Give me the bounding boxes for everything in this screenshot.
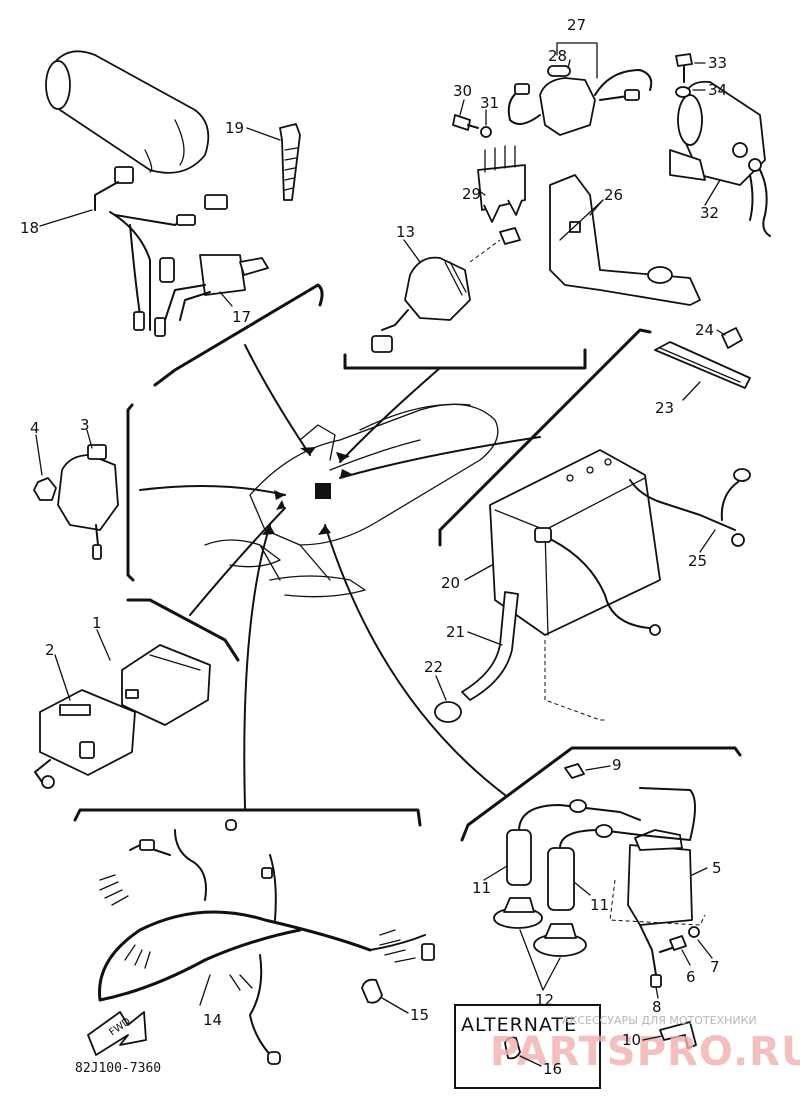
callout-26: 26: [604, 186, 623, 204]
callout-14: 14: [203, 1011, 222, 1029]
callout-3: 3: [80, 416, 90, 434]
coil-27-fuse-28: [507, 65, 653, 136]
callout-15: 15: [410, 1006, 429, 1024]
callout-9: 9: [612, 756, 622, 774]
handle-switch-17: [159, 254, 269, 321]
callout-1: 1: [92, 614, 102, 632]
snowmobile-outline: [204, 403, 499, 598]
alternate-box: ALTERNATE: [454, 1004, 601, 1089]
cdi-unit-1: [121, 644, 211, 726]
callout-8: 8: [652, 998, 662, 1016]
callout-33: 33: [708, 54, 727, 72]
battery-20: [489, 449, 751, 721]
drawing-code: 82J100-7360: [75, 1061, 161, 1076]
callout-22: 22: [424, 658, 443, 676]
regulator-3: [33, 444, 119, 560]
callout-19: 19: [225, 119, 244, 137]
callout-18: 18: [20, 219, 39, 237]
callout-29: 29: [462, 185, 481, 203]
callout-34: 34: [708, 81, 727, 99]
callout-5: 5: [712, 859, 722, 877]
callout-23: 23: [655, 399, 674, 417]
plug-covers-12: [493, 897, 587, 957]
callout-27: 27: [567, 16, 586, 34]
watermark-tagline: АКСЕССУАРЫ ДЛЯ МОТОТЕХНИКИ: [562, 1014, 757, 1027]
callout-12: 12: [535, 991, 554, 1009]
small-parts-6-7-8-9-10: [564, 763, 700, 1049]
callout-28: 28: [548, 47, 567, 65]
screw-30-washer-31: [452, 114, 492, 138]
mounting-bracket-26: [549, 174, 701, 306]
ignition-coil-5: [609, 829, 706, 988]
callout-7: 7: [710, 958, 720, 976]
callout-4: 4: [30, 419, 40, 437]
callout-30: 30: [453, 82, 472, 100]
callout-17: 17: [232, 308, 251, 326]
callout-21: 21: [446, 623, 465, 641]
starter-relay-32: [669, 80, 771, 237]
watermark-site: PARTSPRO.RU: [490, 1029, 800, 1075]
watermark: АКСЕССУАРЫ ДЛЯ МОТОТЕХНИКИ PARTSPRO.RU: [490, 1014, 800, 1075]
group-brackets: [73, 283, 742, 842]
callout-numbers: 1 2 3 4 5 6 7 8 9 10 11 11 12 13 14 15 1…: [20, 16, 727, 1078]
handle-grip: [45, 50, 210, 174]
callout-13: 13: [396, 223, 415, 241]
callout-10: 10: [622, 1031, 641, 1049]
callout-2: 2: [45, 641, 55, 659]
vent-hose-21: [434, 591, 519, 723]
callout-20: 20: [441, 574, 460, 592]
callout-24: 24: [695, 321, 714, 339]
leader-lines: [139, 344, 541, 809]
bolt-33-nut-34: [675, 53, 693, 98]
choke-13: [371, 227, 521, 353]
rectifier-29: [477, 145, 526, 223]
callout-leaders: [35, 42, 726, 1067]
wire-harness-14: [98, 819, 435, 1065]
clip-15: [361, 978, 383, 1004]
callout-32: 32: [700, 204, 719, 222]
callout-11-b: 11: [590, 896, 609, 914]
plug-cap-11-b: [547, 787, 696, 911]
callout-31: 31: [480, 94, 499, 112]
wiring-lead-18: [94, 166, 228, 337]
plug-cap-11-a: [506, 799, 641, 886]
cable-strap-19: [279, 123, 301, 201]
fwd-arrow: FWD: [87, 1011, 147, 1056]
cdi-unit-2: [34, 689, 136, 789]
callout-11-a: 11: [472, 879, 491, 897]
callout-6: 6: [686, 968, 696, 986]
battery-bracket-23: [654, 327, 751, 389]
alternate-label: ALTERNATE: [461, 1014, 577, 1036]
callout-25: 25: [688, 552, 707, 570]
callout-16: 16: [543, 1060, 562, 1078]
